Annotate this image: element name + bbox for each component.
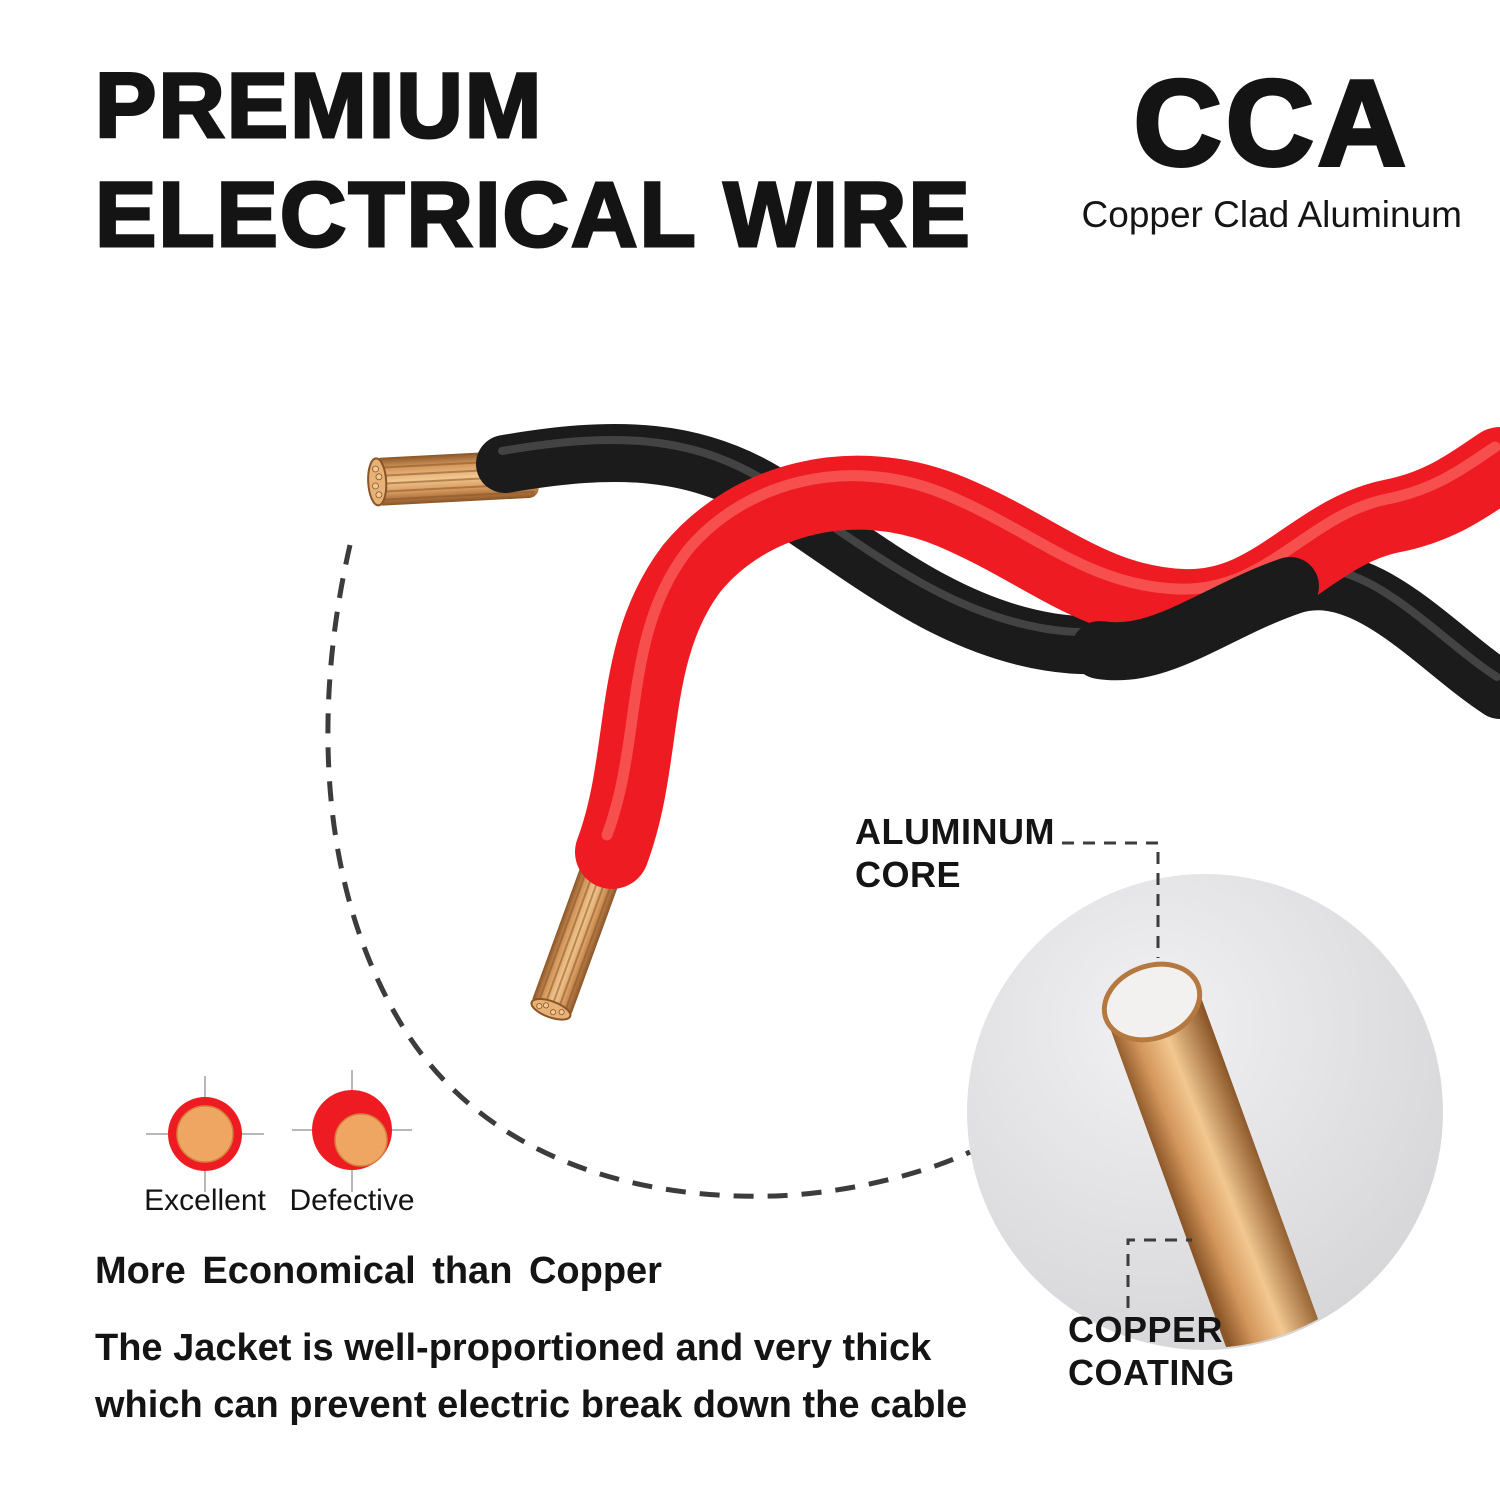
black-wire-graphic (476, 424, 1500, 719)
copper-coating-label-line2: COATING (1068, 1352, 1235, 1394)
cca-badge: CCA (1132, 55, 1410, 191)
aluminum-core-face (1101, 961, 1203, 1043)
page-title-line1: PREMIUM (94, 54, 544, 159)
aluminum-core-leader-line (1062, 841, 1160, 958)
jacket-description-line2: which can prevent electric break down th… (95, 1384, 968, 1426)
jacket-description-text: The Jacket is well-proportioned and very… (95, 1320, 967, 1434)
zoom-circle (967, 874, 1443, 1350)
aluminum-core-label-line2: CORE (855, 854, 962, 896)
copper-rod-graphic (1102, 975, 1326, 1348)
excellent-cross-section-icon (146, 1076, 264, 1192)
excellent-label: Excellent (144, 1184, 266, 1217)
black-wire-twist-over (1071, 557, 1319, 681)
defective-label: Defective (289, 1184, 415, 1217)
jacket-description-line1: The Jacket is well-proportioned and very… (95, 1327, 932, 1369)
defective-cross-section-icon (292, 1070, 412, 1192)
page-title-line2: ELECTRICAL WIRE (94, 162, 972, 267)
copper-coating-leader-line (1126, 1238, 1192, 1308)
economical-text: More Economical than Copper (95, 1250, 662, 1292)
cca-badge-subtitle: Copper Clad Aluminum (1081, 194, 1462, 235)
dashed-guide-arc (325, 544, 972, 1199)
aluminum-core-label-line1: ALUMINUM (855, 811, 1055, 852)
red-wire-graphic (575, 427, 1500, 889)
copper-coating-label: COPPER COATING (1068, 1308, 1235, 1394)
aluminum-core-label: ALUMINUM CORE (855, 810, 1055, 896)
page-title: PREMIUM ELECTRICAL WIRE (94, 52, 972, 269)
copper-coating-label-line1: COPPER (1068, 1309, 1224, 1350)
cca-badge-block: CCA Copper Clad Aluminum (1081, 55, 1462, 236)
